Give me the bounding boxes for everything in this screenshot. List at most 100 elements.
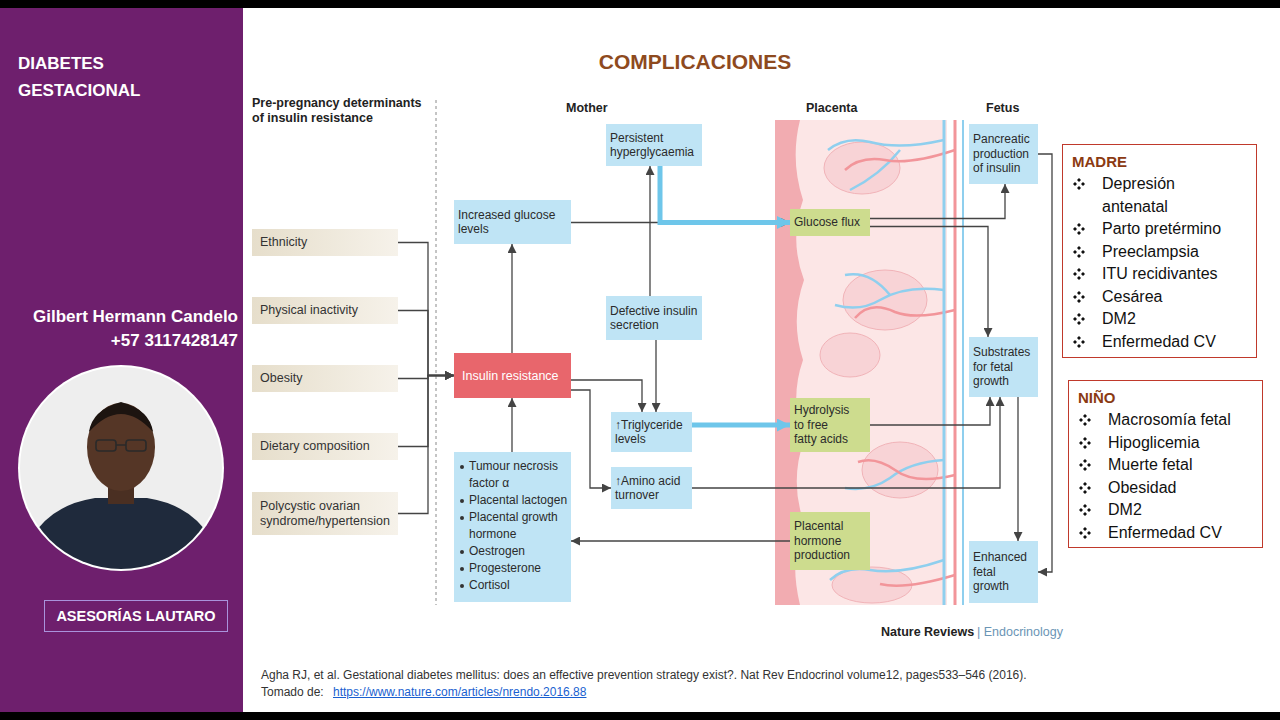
list-item: Oestrogen <box>469 543 569 560</box>
photo-glasses <box>126 440 146 451</box>
box-label: Physical inactivity <box>260 303 358 318</box>
fetus-box: Enhanced fetal growth <box>969 541 1038 603</box>
citation: Agha RJ, et al. Gestational diabetes mel… <box>261 668 1027 682</box>
umbilical-vessel <box>943 120 946 605</box>
flow-arrow <box>692 423 790 428</box>
bullet-symbol <box>1079 459 1091 471</box>
process-box: Defective insulin secretion <box>606 296 702 340</box>
bullet-symbol <box>1073 246 1085 258</box>
journal-name: Nature Reviews <box>881 625 974 640</box>
complication-item: DM2 <box>1108 499 1248 522</box>
risk-factor-box: Physical inactivity <box>252 297 398 324</box>
box-label: Glucose flux <box>794 215 860 230</box>
author-name: Gilbert Hermann Candelo <box>33 306 238 328</box>
box-label: Ethnicity <box>260 235 307 250</box>
column-header: Fetus <box>986 101 1019 116</box>
box-label: Increased glucose levels <box>458 208 567 237</box>
list-row: Enfermedad CV <box>1072 331 1252 354</box>
bullet-symbol <box>1073 291 1085 303</box>
photo-hair <box>89 402 153 432</box>
flow-arrow <box>398 243 454 376</box>
flow-arrow <box>511 398 512 452</box>
risk-factor-box: Obesity <box>252 365 398 392</box>
bullet-symbol <box>1079 414 1091 426</box>
photo-head <box>87 403 155 491</box>
list-item: Cortisol <box>469 577 569 594</box>
bullet-symbol <box>1073 223 1085 235</box>
risk-factor-box: Polycystic ovarian syndrome/hypertension <box>252 492 398 535</box>
photo-neck <box>108 478 134 504</box>
box-label: Polycystic ovarian syndrome/hypertension <box>260 499 390 529</box>
divider-line <box>436 100 437 605</box>
placenta-box: Glucose flux <box>790 209 870 236</box>
column-header: Mother <box>566 101 608 116</box>
box-label: Enhanced fetal growth <box>973 550 1034 594</box>
bullet-symbol <box>1079 482 1091 494</box>
list-row: Oestrogen <box>460 543 569 560</box>
source-note: Tomado de: <box>261 685 324 700</box>
villus <box>862 442 938 498</box>
complication-item: Obesidad <box>1108 477 1248 500</box>
flow-arrow <box>398 376 454 514</box>
source-link: https://www.nature.com/articles/nrendo.2… <box>333 685 586 700</box>
list-row: Cesárea <box>1072 286 1252 309</box>
bullet-symbol <box>1079 459 1091 471</box>
flow-arrow <box>655 340 656 412</box>
bullet-dot <box>460 516 464 520</box>
villus <box>820 333 880 377</box>
villus <box>824 142 900 194</box>
author-phone: +57 3117428147 <box>111 330 238 352</box>
letterbox-bar <box>0 712 1280 720</box>
villus <box>843 270 927 330</box>
flow-arrow <box>649 166 650 296</box>
placenta-illustration <box>775 120 963 605</box>
process-box: Increased glucose levels <box>454 200 571 244</box>
box-label: ↑Triglyceride levels <box>615 418 688 447</box>
placenta-box: Hydrolysis to free fatty acids <box>790 398 870 452</box>
bullet-symbol <box>1073 268 1085 280</box>
photo-ring <box>18 365 224 571</box>
complication-item: Macrosomía fetal <box>1108 409 1248 432</box>
letterbox-bar <box>0 0 1280 8</box>
complication-item: Hipoglicemia <box>1108 432 1248 455</box>
villus <box>832 567 912 603</box>
flow-arrow <box>660 166 790 223</box>
list-row: Depresión antenatal <box>1072 173 1252 218</box>
column-header: Pre-pregnancy determinants of insulin re… <box>252 96 427 126</box>
brand-tag: ASESORÍAS LAUTARO <box>44 600 228 632</box>
box-heading: MADRE <box>1072 153 1127 170</box>
bullet-symbol <box>1073 313 1085 325</box>
bullet-dot <box>460 567 464 571</box>
list-item: Placental lactogen <box>469 492 569 509</box>
fetus-box: Pancreatic production of insulin <box>969 124 1038 184</box>
box-label: ↑Amino acid turnover <box>615 474 688 503</box>
fetus-box: Substrates for fetal growth <box>969 337 1038 397</box>
list-item: Tumour necrosis factor α <box>469 458 569 492</box>
list-row: Placental lactogen <box>460 492 569 509</box>
bullet-symbol <box>1073 336 1085 348</box>
list-item: Progesterone <box>469 560 569 577</box>
flow-arrow <box>398 376 454 447</box>
photo-background <box>20 367 222 569</box>
flow-arrow <box>870 227 988 338</box>
placenta-tissue <box>775 120 947 605</box>
journal-name: | Endocrinology <box>977 625 1063 640</box>
bullet-symbol <box>1073 336 1085 348</box>
list-row: Enfermedad CV <box>1078 522 1258 545</box>
box-label: Dietary composition <box>260 439 370 454</box>
bullet-symbol <box>1073 223 1085 235</box>
bullet-symbol <box>1073 291 1085 303</box>
bullet-symbol <box>1073 178 1085 190</box>
umbilical-vessel <box>962 120 964 605</box>
bullet-dot <box>460 584 464 588</box>
bullet-symbol <box>1073 268 1085 280</box>
photo-shoulders <box>30 498 212 569</box>
process-box: ↑Triglyceride levels <box>611 412 692 452</box>
bullet-dot <box>460 465 464 469</box>
flow-arrow <box>511 244 512 353</box>
box-label: Persistent hyperglycaemia <box>610 131 698 160</box>
list-row: Placental growth hormone <box>460 509 569 543</box>
